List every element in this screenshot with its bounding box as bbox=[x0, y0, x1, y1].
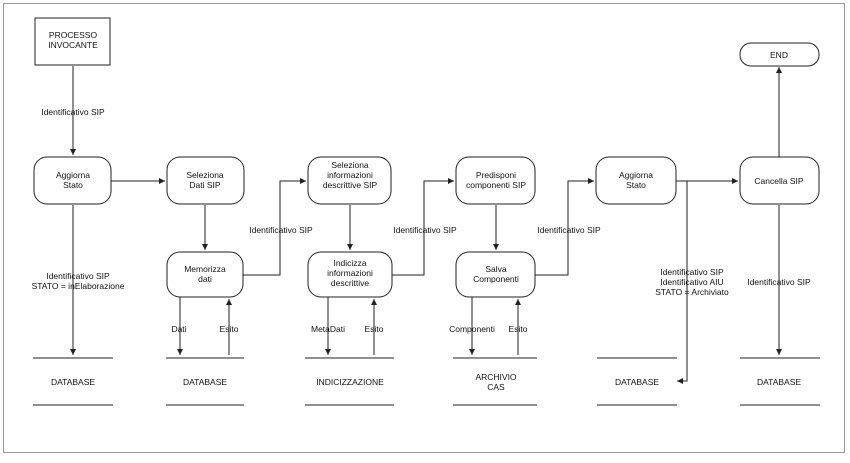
node-line: Componenti bbox=[473, 274, 519, 284]
label-esito-3: Esito bbox=[509, 324, 528, 334]
store-line: DATABASE bbox=[615, 377, 659, 387]
node-line: descrittive SIP bbox=[323, 180, 378, 190]
store-database-4: DATABASE bbox=[740, 357, 820, 406]
node-line: Stato bbox=[63, 180, 83, 190]
label-id-sip-2: Identificativo SIP bbox=[249, 225, 313, 235]
node-line: Cancella SIP bbox=[754, 176, 803, 186]
store-database-1: DATABASE bbox=[33, 357, 113, 406]
node-line: Seleziona bbox=[331, 160, 369, 170]
store-line: DATABASE bbox=[183, 377, 227, 387]
node-line: Salva bbox=[485, 264, 507, 274]
node-line: Aggiorna bbox=[619, 170, 653, 180]
label-metadati: MetaDati bbox=[311, 324, 345, 334]
svg-text:DATABASE: DATABASE bbox=[51, 377, 95, 387]
node-line: PROCESSO bbox=[49, 30, 98, 40]
node-line: END bbox=[770, 50, 788, 60]
node-line: INVOCANTE bbox=[48, 40, 98, 50]
store-database-3: DATABASE bbox=[597, 357, 677, 406]
label-id-sip-5: Identificativo SIP bbox=[747, 277, 811, 287]
svg-text:DATABASE: DATABASE bbox=[615, 377, 659, 387]
store-line: ARCHIVIO bbox=[475, 372, 516, 382]
label-componenti: Componenti bbox=[449, 324, 495, 334]
svg-text:Cancella SIP: Cancella SIP bbox=[754, 176, 803, 186]
node-line: Predisponi bbox=[476, 170, 516, 180]
svg-text:DATABASE: DATABASE bbox=[757, 377, 801, 387]
node-line: Indicizza bbox=[333, 258, 366, 268]
store-line: DATABASE bbox=[757, 377, 801, 387]
node-line: Seleziona bbox=[186, 170, 224, 180]
svg-text:END: END bbox=[770, 50, 788, 60]
label-id-sip-3: Identificativo SIP bbox=[393, 225, 457, 235]
node-line: descrittive bbox=[331, 278, 370, 288]
label-dati: Dati bbox=[171, 324, 186, 334]
store-line: DATABASE bbox=[51, 377, 95, 387]
store-line: CAS bbox=[487, 382, 505, 392]
label-id-sip-top: Identificativo SIP bbox=[41, 107, 105, 117]
node-cancella-sip: Cancella SIP bbox=[739, 156, 820, 205]
label-esito-2: Esito bbox=[365, 324, 384, 334]
store-line: INDICIZZAZIONE bbox=[316, 377, 384, 387]
connectors bbox=[70, 66, 782, 384]
svg-text:DATABASE: DATABASE bbox=[183, 377, 227, 387]
node-line: informazioni bbox=[327, 170, 373, 180]
diagram-border bbox=[3, 3, 845, 453]
node-line: Stato bbox=[626, 180, 646, 190]
label-esito-1: Esito bbox=[220, 324, 239, 334]
node-line: componenti SIP bbox=[466, 180, 526, 190]
node-line: Memorizza bbox=[184, 264, 226, 274]
node-line: dati bbox=[198, 274, 212, 284]
node-line: Dati SIP bbox=[189, 180, 221, 190]
node-line: informazioni bbox=[327, 268, 373, 278]
svg-text:INDICIZZAZIONE: INDICIZZAZIONE bbox=[316, 377, 384, 387]
label-id-sip-4: Identificativo SIP bbox=[537, 225, 601, 235]
store-indicizzazione: INDICIZZAZIONE bbox=[305, 357, 394, 406]
store-database-2: DATABASE bbox=[166, 357, 244, 406]
node-line: Aggiorna bbox=[56, 170, 90, 180]
node-end: END bbox=[739, 42, 820, 67]
